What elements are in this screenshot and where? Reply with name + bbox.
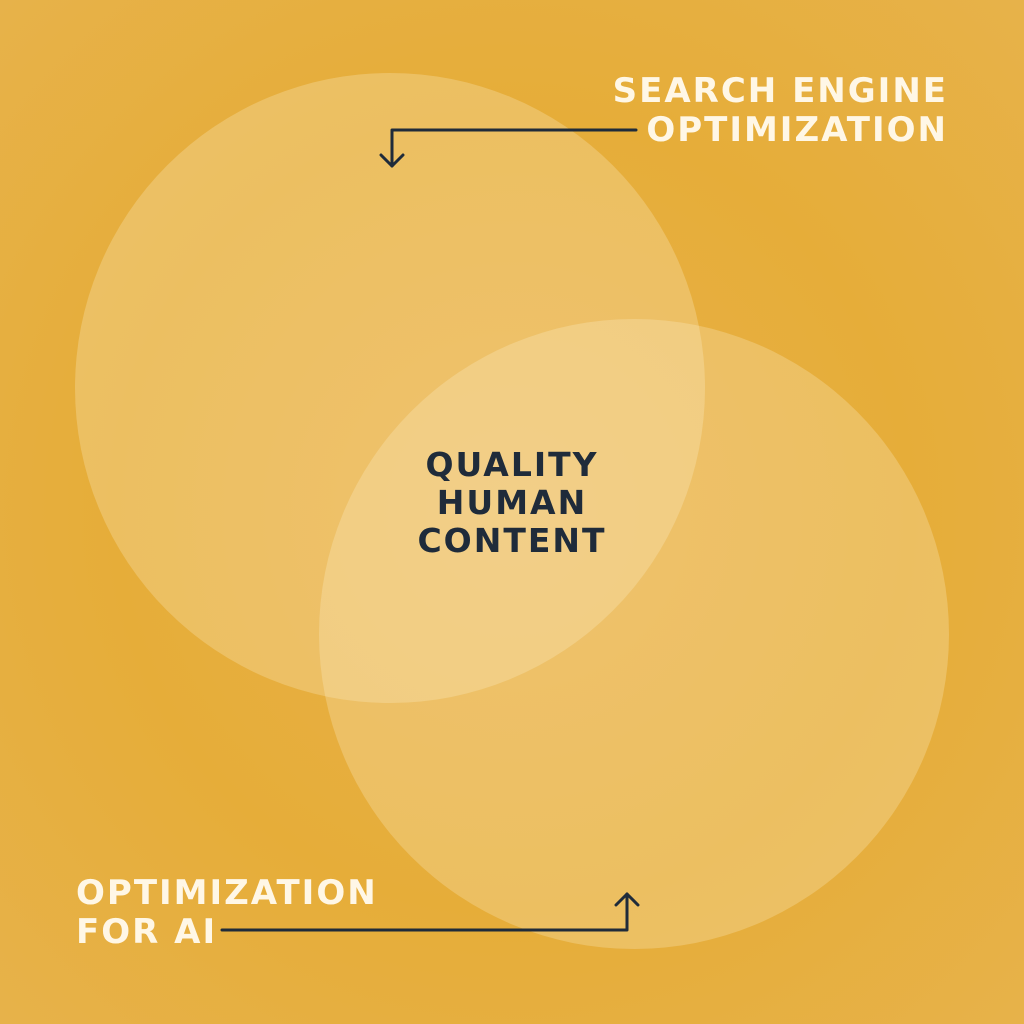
- intersection-line-1: QUALITY: [425, 445, 599, 484]
- label-intersection: QUALITY HUMAN CONTENT: [398, 446, 626, 560]
- label-optimization-for-ai: OPTIMIZATION FOR AI: [76, 873, 378, 953]
- arrow-down-icon: [379, 128, 638, 168]
- arrow-up-icon: [220, 892, 640, 932]
- intersection-line-3: CONTENT: [417, 520, 607, 560]
- label-ai-line-2: FOR AI: [76, 912, 218, 953]
- label-seo-line-1: SEARCH ENGINE: [612, 71, 948, 111]
- circle-optimization-for-ai: [319, 319, 949, 949]
- label-ai-line-1: OPTIMIZATION: [76, 873, 378, 913]
- label-seo-line-2: OPTIMIZATION: [646, 110, 948, 151]
- label-search-engine-optimization: SEARCH ENGINE OPTIMIZATION: [612, 71, 948, 151]
- intersection-line-2: HUMAN: [436, 482, 588, 522]
- circle-search-engine-optimization: [75, 73, 705, 703]
